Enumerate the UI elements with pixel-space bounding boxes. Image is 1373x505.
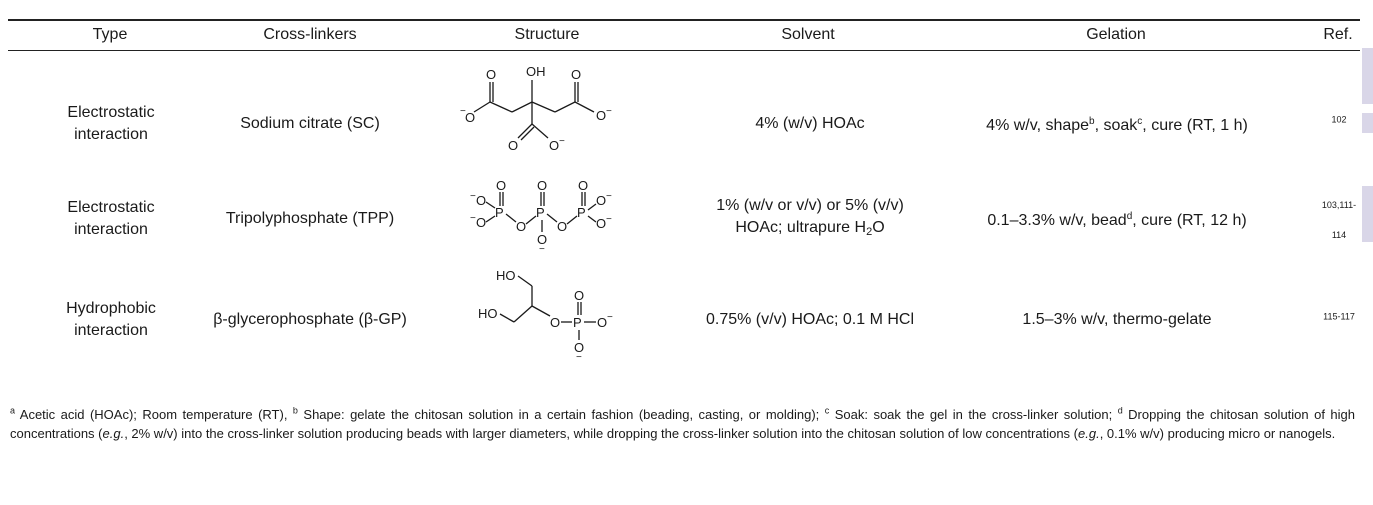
svg-text:−: −	[606, 191, 612, 202]
svg-text:P: P	[577, 205, 586, 220]
header-structure: Structure	[514, 26, 580, 43]
decorative-side-tab	[1362, 186, 1373, 242]
svg-text:O: O	[557, 219, 567, 234]
svg-text:O: O	[476, 193, 486, 208]
svg-text:HO: HO	[496, 268, 516, 283]
svg-text:O: O	[550, 315, 560, 330]
svg-text:O: O	[571, 67, 581, 82]
svg-text:O: O	[508, 138, 518, 153]
table-footnote: a Acetic acid (HOAc); Room temperature (…	[10, 405, 1355, 441]
row3-gelation: 1.5–3% w/v, thermo-gelate	[1022, 311, 1212, 328]
svg-text:−: −	[606, 214, 612, 225]
svg-text:O: O	[549, 138, 559, 153]
row1-ref: 102	[1331, 114, 1347, 125]
row2-crosslinker: Tripolyphosphate (TPP)	[225, 210, 395, 227]
header-ref: Ref.	[1323, 26, 1353, 43]
decorative-side-tab	[1362, 113, 1373, 133]
tripolyphosphate-structure: − O − O P O O P O O − O P O O − O −	[470, 178, 612, 255]
svg-text:−: −	[470, 191, 476, 202]
row3-crosslinker: β-glycerophosphate (β-GP)	[213, 311, 407, 328]
svg-text:−: −	[576, 352, 582, 363]
svg-text:O: O	[578, 178, 588, 193]
svg-text:O: O	[574, 340, 584, 355]
row1-solvent: 4% (w/v) HOAc	[755, 115, 865, 132]
svg-text:O: O	[476, 215, 486, 230]
row3-ref: 115-117	[1323, 311, 1355, 322]
row2-gelation: 0.1–3.3% w/v, beadd, cure (RT, 12 h)	[987, 211, 1247, 229]
svg-text:O: O	[486, 67, 496, 82]
svg-text:O: O	[596, 216, 606, 231]
header-gelation: Gelation	[1086, 26, 1146, 43]
row3-solvent: 0.75% (v/v) HOAc; 0.1 M HCl	[705, 311, 915, 328]
row1-gelation: 4% w/v, shapeb, soakc, cure (RT, 1 h)	[986, 116, 1248, 134]
svg-text:O: O	[596, 193, 606, 208]
row2-type: Electrostatic interaction	[67, 199, 155, 238]
header-crosslinkers: Cross-linkers	[263, 26, 357, 43]
svg-text:O: O	[516, 219, 526, 234]
decorative-side-tab	[1362, 48, 1373, 104]
svg-text:HO: HO	[478, 306, 498, 321]
header-solvent: Solvent	[781, 26, 835, 43]
row1-type: Electrostatic interaction	[67, 104, 155, 143]
svg-text:−: −	[539, 244, 545, 255]
svg-text:O: O	[574, 288, 584, 303]
row2-solvent: 1% (w/v or v/v) or 5% (v/v) HOAc; ultrap…	[716, 197, 904, 238]
sodium-citrate-structure: O OH O O − O − O O −	[460, 64, 612, 153]
svg-text:−: −	[460, 106, 466, 117]
beta-glycerophosphate-structure: HO HO O P O O − O −	[478, 268, 613, 363]
svg-text:O: O	[597, 315, 607, 330]
table-header-rule	[8, 50, 1360, 51]
svg-text:O: O	[496, 178, 506, 193]
svg-text:OH: OH	[526, 64, 546, 79]
row3-type: Hydrophobic interaction	[66, 300, 156, 339]
svg-text:−: −	[559, 136, 565, 147]
row1-crosslinker: Sodium citrate (SC)	[240, 115, 380, 132]
table-top-rule	[8, 19, 1360, 21]
svg-text:−: −	[470, 213, 476, 224]
svg-text:P: P	[573, 315, 582, 330]
header-type: Type	[92, 26, 128, 43]
svg-text:−: −	[607, 312, 613, 323]
svg-text:O: O	[596, 108, 606, 123]
svg-text:P: P	[536, 205, 545, 220]
svg-text:O: O	[537, 178, 547, 193]
svg-text:P: P	[495, 205, 504, 220]
svg-text:−: −	[606, 106, 612, 117]
svg-text:O: O	[537, 232, 547, 247]
row2-ref: 103,111- 114	[1321, 200, 1357, 240]
svg-text:O: O	[465, 110, 475, 125]
